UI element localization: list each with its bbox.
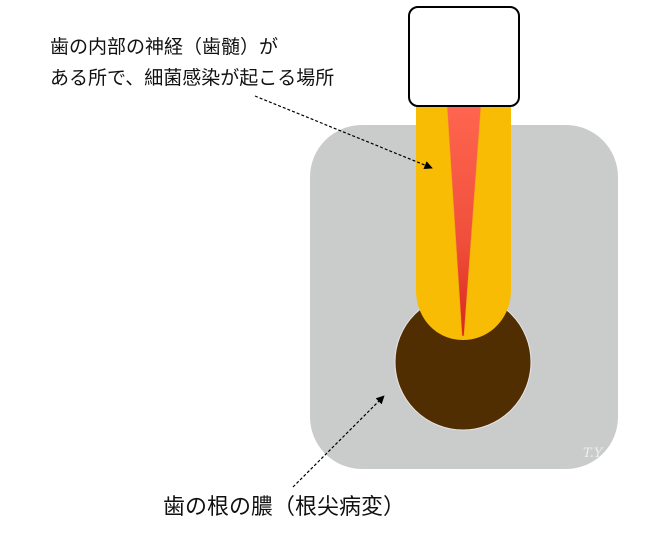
- watermark: T.Y: [583, 446, 604, 461]
- pulp-label-line1: 歯の内部の神経（歯髄）が: [50, 36, 279, 58]
- pulp-label: 歯の内部の神経（歯髄）が ある所で、細菌感染が起こる場所: [50, 32, 334, 94]
- lesion-label: 歯の根の膿（根尖病変）: [163, 495, 406, 520]
- lesion-arrow: [292, 395, 385, 488]
- tooth-crown: [408, 6, 520, 107]
- pulp-arrow: [254, 95, 433, 170]
- pulp-label-line2: ある所で、細菌感染が起こる場所: [50, 67, 335, 89]
